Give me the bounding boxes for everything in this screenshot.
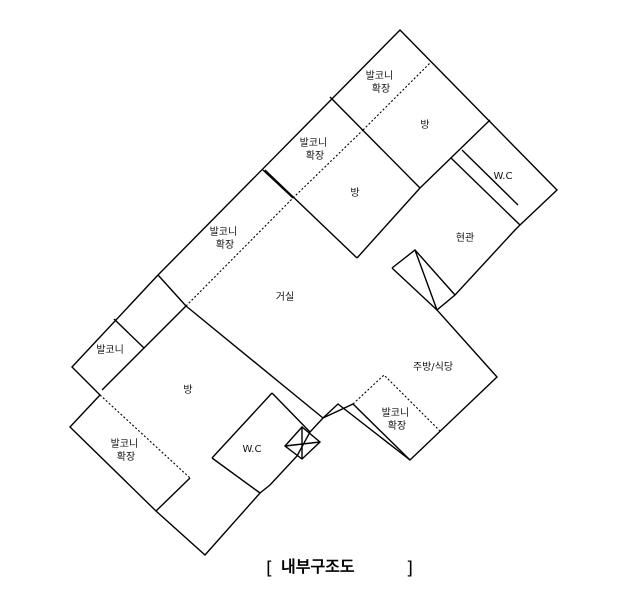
- wall-entrance-door: [414, 249, 438, 311]
- caption-close-bracket: ]: [406, 558, 413, 579]
- wall-ne-4: [461, 149, 519, 206]
- outer-wall: [69, 29, 558, 556]
- wall-west-3: [101, 305, 187, 391]
- wall-west-1: [157, 274, 187, 307]
- label-balcony-ext-mid-line1: 발코니: [300, 137, 328, 149]
- wall-sw-1: [155, 477, 191, 512]
- label-room-sw: 방: [183, 384, 192, 396]
- label-balcony-ext-ne-line2: 확장: [372, 83, 390, 95]
- label-balcony-ext-sw-line1: 발코니: [111, 438, 139, 450]
- wall-sw-4: [271, 392, 311, 433]
- label-room-mid: 방: [350, 187, 359, 199]
- label-wc-south: W.C: [243, 444, 262, 455]
- label-living-room: 거실: [276, 291, 294, 303]
- wall-mid-3: [262, 169, 294, 199]
- wall-west-2: [113, 318, 145, 349]
- label-balcony-west: 발코니: [96, 344, 124, 356]
- wall-ne-1: [329, 96, 421, 189]
- label-balcony-ext-kitchen: 발코니 확장: [382, 407, 413, 432]
- wall-shaft: [283, 426, 322, 460]
- label-balcony-ext-living-line2: 확장: [216, 239, 234, 251]
- wall-mid-2: [356, 187, 421, 259]
- wall-entrance-2: [391, 267, 438, 311]
- label-balcony-ext-kitchen-line1: 발코니: [382, 407, 410, 419]
- caption-title: 내부구조도: [281, 557, 355, 576]
- dash-sw: [99, 394, 191, 479]
- dash-living: [185, 197, 294, 307]
- label-balcony-ext-sw: 발코니 확장: [111, 438, 142, 463]
- label-balcony-ext-kitchen-line2: 확장: [388, 420, 406, 432]
- wall-mid-1: [264, 169, 358, 259]
- dash-mid: [292, 129, 364, 199]
- wall-sw-3: [211, 457, 261, 494]
- room-labels: 발코니 확장 방 W.C 발코니 확장 방 현관 발코니 확장 거실 발코니 방…: [96, 70, 512, 463]
- label-wc-east: W.C: [494, 171, 513, 182]
- wall-ne-2: [419, 119, 491, 189]
- label-kitchen-dining: 주방/식당: [413, 361, 453, 373]
- label-balcony-ext-mid-line2: 확장: [306, 150, 324, 162]
- label-room-ne: 방: [420, 119, 429, 131]
- label-entrance: 현관: [456, 232, 474, 244]
- dash-kitchen: [352, 374, 442, 433]
- wall-ne-3: [450, 157, 521, 226]
- caption-open-bracket: [: [266, 558, 273, 579]
- label-balcony-ext-sw-line2: 확장: [117, 451, 135, 463]
- wall-sw-2: [211, 392, 273, 459]
- wall-west-4: [185, 305, 324, 419]
- label-balcony-ext-ne: 발코니 확장: [366, 70, 397, 95]
- label-balcony-ext-living: 발코니 확장: [210, 226, 241, 251]
- walls: [69, 29, 558, 556]
- label-balcony-ext-mid: 발코니 확장: [300, 137, 331, 162]
- caption: [ 내부구조도 ]: [266, 557, 413, 579]
- label-balcony-ext-living-line1: 발코니: [210, 226, 238, 238]
- label-balcony-ext-ne-line1: 발코니: [366, 70, 394, 82]
- balcony-dashed-lines: [99, 62, 442, 479]
